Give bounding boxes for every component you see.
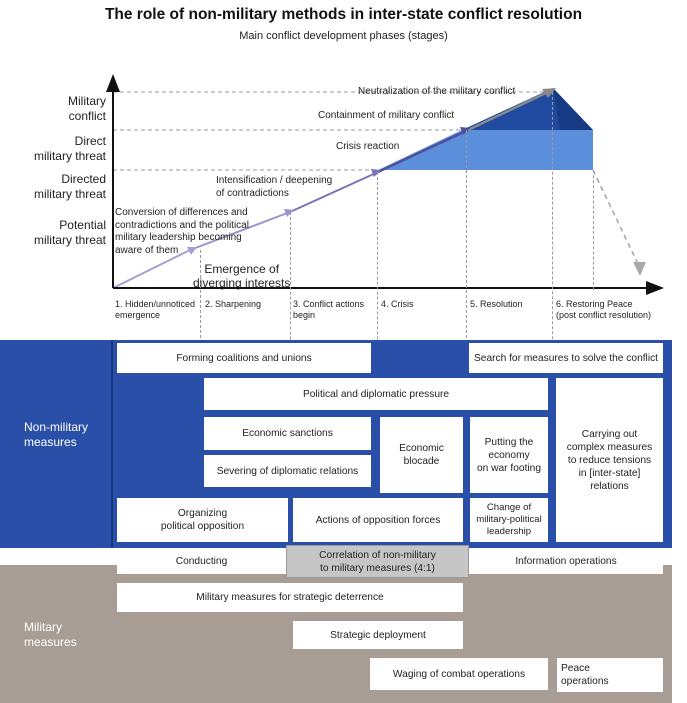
box-correlation: Correlation of non-military to military … (286, 545, 469, 578)
box-severing-relations: Severing of diplomatic relations (204, 455, 371, 487)
chevron-icon (284, 209, 294, 217)
level-label-potential-threat: Potential military threat (33, 218, 106, 247)
rising-arrow-5 (467, 90, 549, 132)
box-conducting: Conducting (117, 548, 286, 574)
rising-arrow-4 (377, 128, 469, 174)
box-search-measures: Search for measures to solve the conflic… (469, 343, 663, 373)
chevron-icon (187, 247, 197, 255)
page-subtitle: Main conflict development phases (stages… (239, 30, 448, 42)
phase-label-4: 4. Crisis (381, 299, 414, 309)
box-economic-sanctions: Economic sanctions (204, 417, 371, 450)
annotation-intensification: Intensification / deepening of contradic… (216, 175, 333, 199)
phase-label-3: 3. Conflict actions begin (293, 299, 365, 320)
non-military-label: Non-military measures (24, 420, 89, 449)
phase-label-5: 5. Resolution (470, 299, 523, 309)
rising-arrow-3 (289, 171, 379, 213)
box-war-footing: Putting the economy on war footing (470, 417, 548, 493)
chevron-icon (460, 127, 470, 135)
chevron-icon (371, 169, 381, 177)
phase-label-6: 6. Restoring Peace (post conflict resolu… (556, 299, 652, 320)
box-organizing-opposition: Organizing political opposition (117, 498, 288, 542)
phase-label-1: 1. Hidden/unnoticed emergence (115, 299, 196, 320)
box-leadership-change: Change of military-political leadership (470, 498, 548, 542)
neutralization-zone (553, 88, 593, 130)
box-information-operations: Information operations (469, 548, 663, 574)
box-forming-coalitions: Forming coalitions and unions (117, 343, 371, 373)
descent-arrow-head (633, 262, 646, 276)
phase-diagram (106, 74, 664, 295)
descent-arrow-line (592, 169, 641, 269)
box-opposition-forces: Actions of opposition forces (293, 498, 463, 542)
box-political-pressure: Political and diplomatic pressure (204, 378, 548, 410)
annotation-crisis-reaction: Crisis reaction (336, 141, 400, 152)
crisis-zone-light (378, 130, 593, 170)
annotation-containment: Containment of military conflict (318, 110, 455, 121)
box-strategic-deployment: Strategic deployment (293, 621, 463, 649)
military-label: Military measures (24, 620, 77, 649)
phase-divider (593, 170, 594, 290)
rising-arrow-head (542, 88, 556, 98)
rising-arrow-2 (189, 211, 291, 251)
annotation-emergence: Emergence of diverging interests (193, 262, 291, 290)
annotation-conversion: Conversion of differences and contradict… (115, 207, 249, 256)
page-title: The role of non-military methods in inte… (104, 6, 583, 23)
rising-arrow-1 (112, 249, 191, 289)
box-peace-operations: Peace operations (557, 658, 663, 692)
box-complex-measures: Carrying out complex measures to reduce … (556, 378, 663, 542)
x-axis-arrow-icon (646, 281, 664, 295)
section-divider (111, 340, 113, 548)
annotation-neutralization: Neutralization of the military conflict (358, 86, 516, 97)
level-label-directed-threat: Directed military threat (33, 172, 106, 201)
level-label-military-conflict: Military conflict (68, 94, 106, 123)
phase-label-2: 2. Sharpening (205, 299, 262, 309)
level-label-direct-threat: Direct military threat (33, 134, 106, 163)
box-combat-operations: Waging of combat operations (370, 658, 548, 690)
box-strategic-deterrence: Military measures for strategic deterren… (117, 583, 463, 612)
y-axis-arrow-icon (106, 74, 120, 92)
box-economic-blocade: Economic blocade (380, 417, 463, 493)
